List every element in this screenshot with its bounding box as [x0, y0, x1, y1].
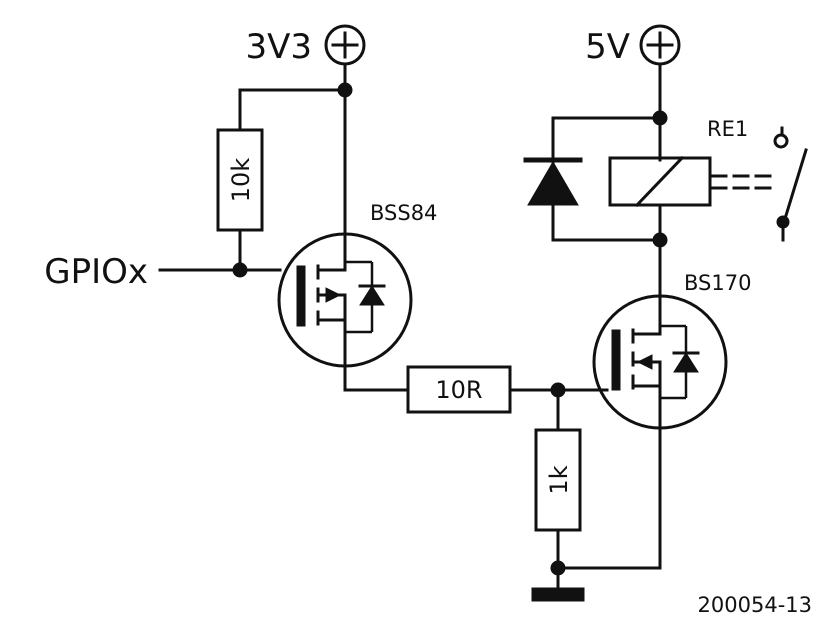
mosfet-bs170: BS170	[592, 271, 751, 430]
resistor-1k-label: 1k	[545, 465, 573, 494]
supply-3v3-label: 3V3	[245, 27, 312, 67]
relay-re1-label: RE1	[707, 117, 748, 141]
ground-symbol	[531, 587, 585, 602]
mosfet-bs170-label: BS170	[684, 271, 751, 295]
mosfet-bss84: BSS84	[277, 201, 437, 368]
flyback-diode	[523, 157, 583, 206]
wires-left	[158, 62, 662, 590]
supply-5v: 5V	[585, 24, 681, 67]
mosfet-bss84-label: BSS84	[370, 201, 437, 225]
resistor-10r-label: 10R	[435, 376, 482, 404]
resistor-1k: 1k	[534, 428, 582, 532]
relay-re1: RE1	[608, 117, 808, 242]
resistor-10r: 10R	[406, 365, 512, 414]
resistor-10k: 10k	[216, 128, 264, 232]
resistor-10k-label: 10k	[227, 158, 255, 203]
gpio-label: GPIOx	[44, 252, 148, 292]
figure-number: 200054-13	[698, 593, 812, 617]
junction-dots	[232, 82, 668, 576]
supply-3v3: 3V3	[245, 24, 366, 67]
supply-5v-label: 5V	[585, 27, 630, 67]
